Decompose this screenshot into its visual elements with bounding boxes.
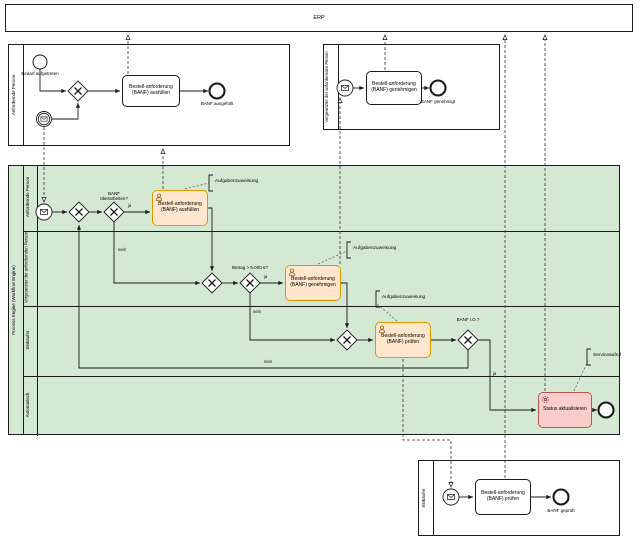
envelope-icon xyxy=(341,85,349,91)
annotation-assign-3: Aufgabenzuweisung xyxy=(382,295,426,300)
flow-label-nein-1: nein xyxy=(118,247,126,252)
task-check-engine: Bestell-anforderung (BANF) prüfen xyxy=(375,322,431,358)
lane-automatic-label: Automatisch xyxy=(25,392,30,418)
flow-label-nein-3: nein xyxy=(264,359,272,364)
task-check-buyer: Bestell-anforderung (BANF) prüfen xyxy=(475,479,531,515)
annotation-brackets xyxy=(208,174,591,366)
pool-requester-band xyxy=(9,45,24,145)
lane-supervisor xyxy=(23,231,619,306)
gateway-question-rework: BANF überarbeiten? xyxy=(100,191,128,202)
message-catch-event-requester xyxy=(36,111,52,127)
flow-label-ja-3: ja xyxy=(493,371,497,376)
task-label: Bestell-anforderung (BANF) prüfen xyxy=(381,333,425,345)
gear-icon xyxy=(542,396,549,403)
lane-requester xyxy=(23,166,619,231)
annotation-service: Serviceaufruf xyxy=(593,353,622,358)
end-event-ausgefuellt xyxy=(208,82,226,100)
gateways xyxy=(67,80,479,351)
pool-engine-label: Process Engine (Workflow Engine) xyxy=(11,265,16,335)
end-event-label-geprueft: BANF geprüft xyxy=(547,508,575,513)
message-flows xyxy=(41,34,548,488)
xor-gateway-merge-1 xyxy=(68,201,90,223)
xor-gateway-amount xyxy=(239,272,261,294)
xor-gateway-rework xyxy=(103,201,125,223)
envelope-icon xyxy=(40,209,48,215)
user-icon xyxy=(378,325,386,333)
pool-erp-label: ERP xyxy=(313,15,325,21)
xor-gateway-merge-3 xyxy=(336,329,358,351)
xor-gateway-ok xyxy=(457,329,479,351)
lane-requester-label: Anfordernde Person xyxy=(25,176,30,218)
pool-erp xyxy=(5,4,633,32)
task-label: Bestell-anforderung (BANF) ausfüllen xyxy=(129,84,173,96)
annotation-assign-2: Aufgabenzuweisung xyxy=(353,246,397,251)
task-approve-supervisor: Bestell-anforderung (BANF) genehmigen xyxy=(366,71,422,105)
end-event-engine xyxy=(597,401,615,419)
flow-label-ja-2: ja xyxy=(264,274,268,279)
lane-supervisor-band xyxy=(23,232,38,306)
annotation-connectors xyxy=(184,182,589,392)
task-label: Bestell-anforderung (BANF) ausfüllen xyxy=(158,201,202,213)
lane-automatic xyxy=(23,376,619,436)
pool-supervisor-label: Vorgesetzter der anfordernden Person xyxy=(324,51,329,123)
message-start-buyer xyxy=(442,488,460,506)
end-event-label-ausgefuellt: BANF ausgefüllt xyxy=(200,101,234,106)
message-start-engine xyxy=(35,203,53,221)
pool-buyer-band xyxy=(419,461,434,535)
xor-gateway-merge-2 xyxy=(201,272,223,294)
lane-buyer-label: Einkäufer xyxy=(25,330,30,350)
lane-buyer xyxy=(23,306,619,376)
task-status-update: Status aktualisieren xyxy=(538,392,592,428)
user-icon xyxy=(155,193,163,201)
lane-supervisor-label: Vorgesetzter der anfordernden Person xyxy=(23,231,29,304)
gateway-question-amount: Betrag > 5.000 €? xyxy=(232,265,268,270)
annotation-assign-1: Aufgabenzuweisung xyxy=(215,179,259,184)
user-icon xyxy=(288,268,296,276)
lane-automatic-band xyxy=(23,377,38,436)
flow-label-nein-2: nein xyxy=(253,309,261,314)
end-event-genehmigt xyxy=(429,79,447,97)
pool-engine-band xyxy=(9,166,24,434)
flow-label-ja-1: ja xyxy=(128,203,132,208)
gateway-question-ok: BANF i.O.? xyxy=(456,317,480,322)
task-label: Bestell-anforderung (BANF) prüfen xyxy=(481,490,525,502)
events xyxy=(32,54,615,506)
message-start-supervisor xyxy=(336,79,354,97)
lane-buyer-band xyxy=(23,307,38,376)
lane-requester-band xyxy=(23,166,38,231)
end-event-label-genehmigt: BANF genehmigt xyxy=(420,99,456,104)
task-label: Bestell-anforderung (BANF) genehmigen xyxy=(290,276,336,288)
end-event-geprueft xyxy=(552,488,570,506)
pool-requester-label: Anfordernde Person xyxy=(11,74,16,116)
task-label: Status aktualisieren xyxy=(543,406,587,413)
task-fill-engine: Bestell-anforderung (BANF) ausfüllen xyxy=(152,190,208,226)
task-label: Bestell-anforderung (BANF) genehmigen xyxy=(371,81,417,93)
task-fill-requester: Bestell-anforderung (BANF) ausfüllen xyxy=(122,75,180,107)
task-approve-engine: Bestell-anforderung (BANF) genehmigen xyxy=(285,265,341,301)
xor-gateway-requester xyxy=(67,80,89,102)
start-event-bedarf xyxy=(32,54,48,70)
pool-buyer-label: Einkäufer xyxy=(421,488,426,508)
envelope-icon xyxy=(447,494,455,500)
sequence-flows xyxy=(39,69,598,500)
start-event-label: Bedarf aufgetreten xyxy=(21,71,59,76)
envelope-icon xyxy=(40,116,48,122)
